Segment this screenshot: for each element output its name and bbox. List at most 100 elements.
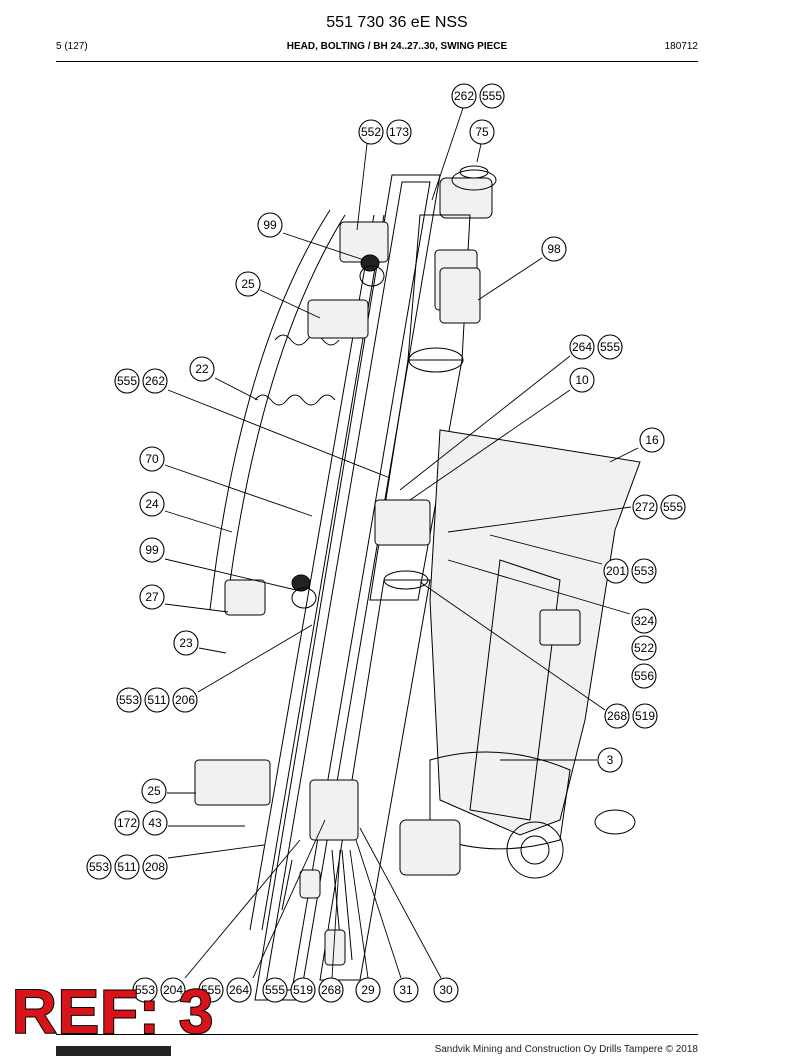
svg-text:70: 70 (145, 452, 159, 466)
callout-553: 553 (132, 977, 158, 1003)
ref-stamp: REF: 3 (11, 978, 215, 1047)
svg-text:98: 98 (547, 242, 561, 256)
svg-text:206: 206 (175, 693, 195, 707)
svg-text:262: 262 (145, 374, 165, 388)
header-rule (56, 61, 698, 62)
leader-lines (164, 107, 639, 979)
callout-511: 511 (114, 854, 140, 880)
svg-text:27: 27 (145, 590, 159, 604)
svg-text:555: 555 (265, 983, 285, 997)
svg-text:553: 553 (135, 983, 155, 997)
svg-text:22: 22 (195, 362, 209, 376)
callout-201: 201 (603, 558, 629, 584)
svg-text:555: 555 (482, 89, 502, 103)
callout-29: 29 (355, 977, 381, 1003)
callout-556: 556 (631, 663, 657, 689)
callout-25: 25 (141, 778, 167, 804)
svg-text:264: 264 (229, 983, 249, 997)
callout-43: 43 (142, 810, 168, 836)
callout-31: 31 (393, 977, 419, 1003)
svg-text:31: 31 (399, 983, 413, 997)
svg-text:555: 555 (201, 983, 221, 997)
callout-262: 262 (142, 368, 168, 394)
callout-208: 208 (142, 854, 168, 880)
callout-27: 27 (139, 584, 165, 610)
svg-text:555: 555 (117, 374, 137, 388)
callout-553: 553 (631, 558, 657, 584)
callout-519: 519 (290, 977, 316, 1003)
callout-99: 99 (139, 537, 165, 563)
copyright-footer: Sandvik Mining and Construction Oy Drill… (434, 1044, 698, 1055)
callout-22: 22 (189, 356, 215, 382)
callout-75: 75 (469, 119, 495, 145)
callout-268: 268 (318, 977, 344, 1003)
svg-text:3: 3 (607, 753, 614, 767)
svg-text:511: 511 (117, 860, 136, 874)
callout-552: 552 (358, 119, 384, 145)
callout-172: 172 (114, 810, 140, 836)
svg-text:75: 75 (475, 125, 489, 139)
svg-text:25: 25 (147, 784, 161, 798)
svg-text:25: 25 (241, 277, 255, 291)
callout-3: 3 (597, 747, 623, 773)
svg-text:262: 262 (454, 89, 474, 103)
svg-text:522: 522 (634, 641, 654, 655)
svg-text:23: 23 (179, 636, 193, 650)
callout-30: 30 (433, 977, 459, 1003)
callout-16: 16 (639, 427, 665, 453)
svg-text:201: 201 (606, 564, 626, 578)
callout-204: 204 (160, 977, 186, 1003)
svg-text:268: 268 (321, 983, 341, 997)
callout-23: 23 (173, 630, 199, 656)
svg-text:268: 268 (607, 709, 627, 723)
svg-text:553: 553 (89, 860, 109, 874)
svg-text:511: 511 (147, 693, 166, 707)
svg-text:173: 173 (389, 125, 409, 139)
section-title: HEAD, BOLTING / BH 24..27..30, SWING PIE… (286, 41, 508, 52)
callout-555: 555 (660, 494, 686, 520)
callout-272: 272 (632, 494, 658, 520)
callout-555: 555 (262, 977, 288, 1003)
callout-264: 264 (569, 334, 595, 360)
page-indicator: 5 (127) (56, 41, 88, 52)
callout-553: 553 (116, 687, 142, 713)
callout-98: 98 (541, 236, 567, 262)
svg-text:553: 553 (119, 693, 139, 707)
sandvik-logo (56, 1046, 171, 1056)
svg-text:555: 555 (600, 340, 620, 354)
callout-511: 511 (144, 687, 170, 713)
callout-70: 70 (139, 446, 165, 472)
svg-text:29: 29 (361, 983, 375, 997)
callout-519: 519 (632, 703, 658, 729)
callout-324: 324 (631, 608, 657, 634)
callout-173: 173 (386, 119, 412, 145)
svg-text:16: 16 (645, 433, 659, 447)
callout-24: 24 (139, 491, 165, 517)
footer-rule (56, 1034, 698, 1035)
svg-text:264: 264 (572, 340, 592, 354)
svg-text:519: 519 (635, 709, 655, 723)
svg-text:555: 555 (663, 500, 683, 514)
svg-text:99: 99 (145, 543, 159, 557)
svg-text:208: 208 (145, 860, 165, 874)
svg-text:24: 24 (145, 497, 159, 511)
date-code: 180712 (664, 41, 698, 52)
svg-text:519: 519 (293, 983, 313, 997)
svg-text:30: 30 (439, 983, 453, 997)
svg-text:324: 324 (634, 614, 654, 628)
svg-text:552: 552 (361, 125, 381, 139)
callout-99: 99 (257, 212, 283, 238)
svg-text:553: 553 (634, 564, 654, 578)
callout-555: 555 (479, 83, 505, 109)
callout-268: 268 (604, 703, 630, 729)
callout-262: 262 (451, 83, 477, 109)
svg-text:172: 172 (117, 816, 137, 830)
svg-text:10: 10 (575, 373, 589, 387)
callout-555: 555 (198, 977, 224, 1003)
callout-553: 553 (86, 854, 112, 880)
callout-25: 25 (235, 271, 261, 297)
callout-264: 264 (226, 977, 252, 1003)
document-number: 551 730 36 eE NSS (326, 14, 468, 31)
drawing-linework (194, 165, 641, 1001)
